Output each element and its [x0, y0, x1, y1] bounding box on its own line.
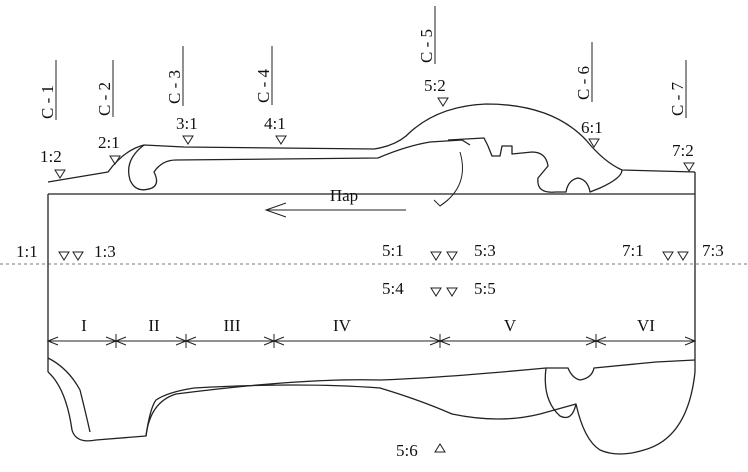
zone-label-4: IV — [333, 316, 352, 335]
zone-label-5: V — [504, 316, 517, 335]
point-marker-1-1 — [58, 251, 70, 261]
point-label-7-3: 7:3 — [702, 241, 724, 260]
point-label-5-5: 5:5 — [474, 279, 496, 298]
point-marker-5-4 — [430, 287, 442, 297]
point-marker-5-6 — [434, 443, 446, 453]
flow-label: Пар — [330, 186, 358, 205]
point-label-7-2: 7:2 — [672, 141, 694, 160]
svg-text:С - 4: С - 4 — [254, 69, 273, 104]
point-label-5-6: 5:6 — [396, 441, 418, 460]
zone-label-6: VI — [637, 316, 655, 335]
point-label-1-2: 1:2 — [40, 147, 62, 166]
point-marker-3-1 — [182, 135, 194, 145]
svg-text:С - 3: С - 3 — [165, 70, 184, 104]
lower-seat-outline — [145, 359, 696, 437]
flow-curve — [439, 151, 463, 207]
point-label-3-1: 3:1 — [176, 114, 198, 133]
section-c1: С - 1 — [38, 60, 57, 120]
point-label-5-2: 5:2 — [424, 76, 446, 95]
point-label-4-1: 4:1 — [264, 114, 286, 133]
point-marker-5-5 — [446, 287, 458, 297]
section-c4: С - 4 — [254, 46, 273, 105]
point-label-7-1: 7:1 — [622, 241, 644, 260]
point-marker-7-2 — [683, 162, 695, 172]
point-marker-1-2 — [54, 169, 66, 179]
lower-inner-outline — [47, 357, 91, 433]
point-label-5-3: 5:3 — [474, 241, 496, 260]
point-label-1-1: 1:1 — [16, 242, 38, 261]
steam-arrow-head — [264, 202, 287, 218]
upper-body-outline — [47, 103, 696, 183]
point-marker-1-3 — [72, 251, 84, 261]
point-label-2-1: 2:1 — [98, 133, 120, 152]
point-marker-5-2 — [437, 97, 449, 107]
zone-label-3: III — [224, 316, 241, 335]
point-marker-2-1 — [109, 155, 121, 165]
section-c3: С - 3 — [165, 46, 184, 106]
point-label-1-3: 1:3 — [94, 242, 116, 261]
internal-cavity — [447, 137, 623, 193]
point-label-5-4: 5:4 — [382, 279, 404, 298]
point-marker-4-1 — [275, 135, 287, 145]
zone-label-2: II — [148, 316, 160, 335]
lower-body-outline — [47, 371, 696, 455]
point-marker-7-3 — [677, 251, 689, 261]
svg-text:С - 5: С - 5 — [417, 29, 436, 63]
section-c7: С - 7 — [668, 60, 687, 118]
upper-hook — [127, 139, 471, 191]
flow-curve-head — [433, 199, 449, 207]
point-marker-6-1 — [588, 138, 600, 148]
zone-ticks — [46, 334, 697, 348]
point-label-5-1: 5:1 — [382, 241, 404, 260]
section-c2: С - 2 — [95, 60, 114, 117]
point-marker-7-1 — [662, 251, 674, 261]
lower-pocket — [544, 367, 577, 419]
svg-text:С - 2: С - 2 — [95, 82, 114, 116]
point-marker-5-1 — [430, 251, 442, 261]
section-c5: С - 5 — [417, 6, 436, 64]
section-c6: С - 6 — [574, 42, 593, 102]
svg-text:С - 6: С - 6 — [574, 66, 593, 100]
point-marker-5-3 — [446, 251, 458, 261]
svg-text:С - 7: С - 7 — [668, 82, 687, 117]
svg-text:С - 1: С - 1 — [38, 85, 57, 119]
zone-label-1: I — [81, 316, 87, 335]
point-label-6-1: 6:1 — [581, 118, 603, 137]
